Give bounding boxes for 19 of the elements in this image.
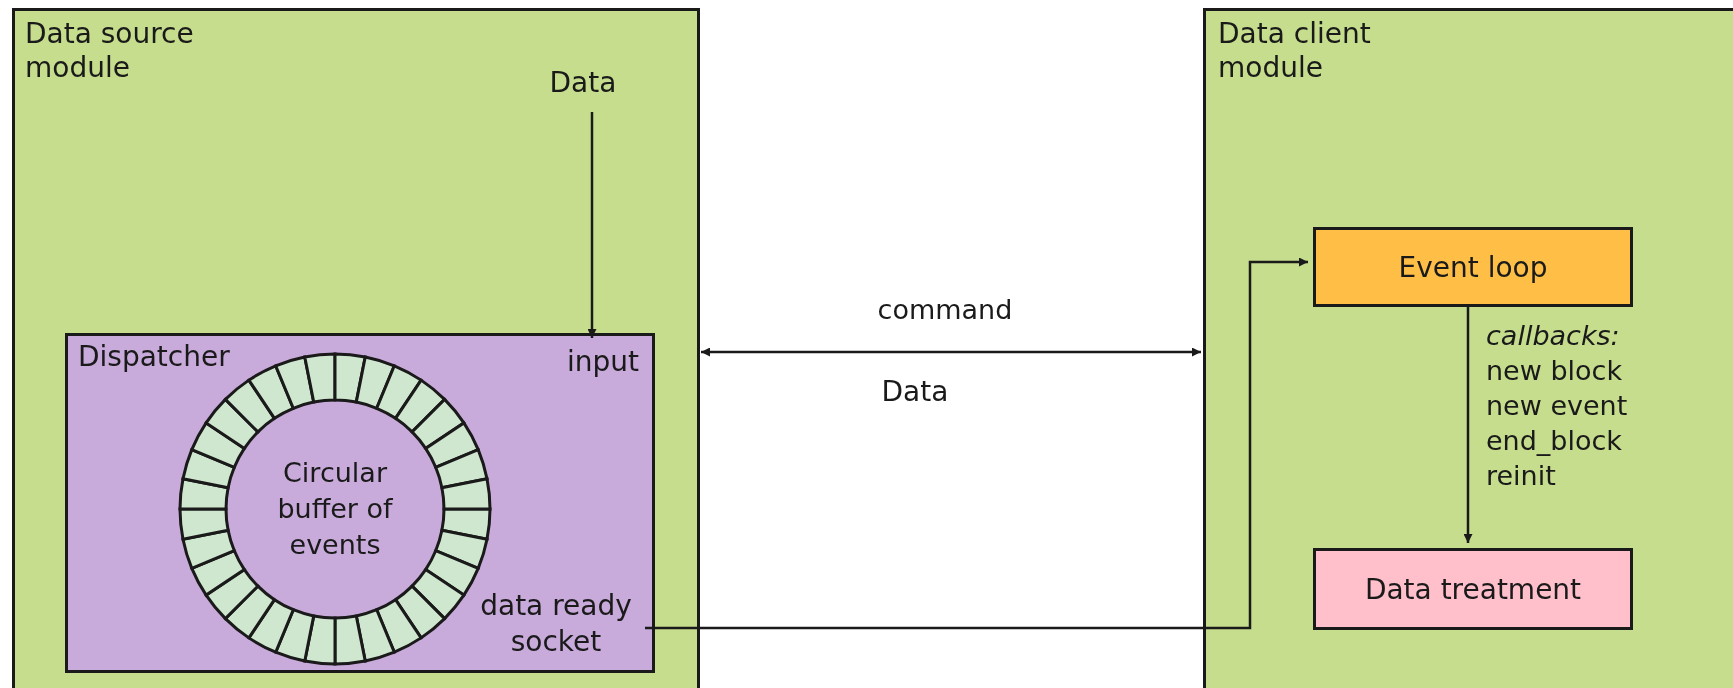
event-loop-box: Event loop (1313, 227, 1633, 307)
panel-title: Data source module (25, 17, 195, 85)
module-panel (12, 8, 700, 688)
edge-label: callbacks: new block new event end_block reinit (1486, 319, 1629, 493)
dispatcher-panel (65, 333, 655, 673)
arrow (587, 112, 597, 338)
panel-title: Dispatcher (78, 340, 231, 374)
module-panel (1203, 8, 1733, 688)
arrow (645, 257, 1308, 630)
arrow (1463, 306, 1473, 543)
data-label: Data (548, 65, 618, 105)
edge-label: command (876, 293, 1014, 327)
text-label: Data (880, 374, 950, 410)
arrow (701, 347, 1201, 357)
panel-title: Data client module (1218, 17, 1372, 85)
data-treatment-box: Data treatment (1313, 548, 1633, 630)
input-label: input (558, 344, 648, 384)
socket-label: data ready socket (461, 588, 651, 664)
ring-caption: Circular buffer of events (276, 456, 394, 562)
